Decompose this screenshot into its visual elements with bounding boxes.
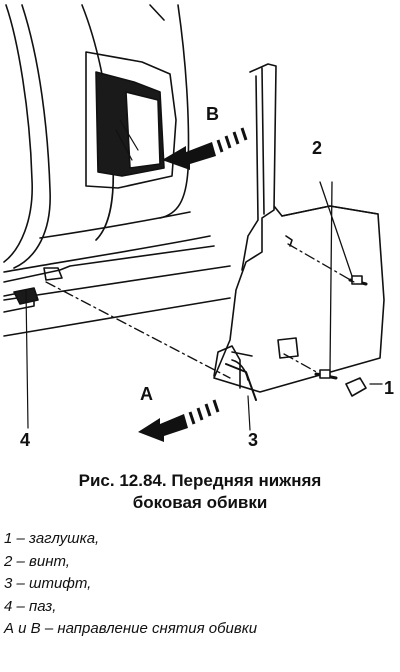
figure-legend: 1 – заглушка, 2 – винт, 3 – штифт, 4 – п… xyxy=(4,528,396,641)
callout-b: B xyxy=(206,104,219,124)
legend-item: 1 – заглушка, xyxy=(4,530,100,547)
pin-part-3 xyxy=(225,359,257,401)
legend-item: 4 – паз, xyxy=(4,597,57,615)
leader-lines xyxy=(247,395,251,431)
callout-3: 3 xyxy=(248,430,258,450)
callout-a: A xyxy=(140,384,153,404)
door-inner-panel xyxy=(85,51,177,189)
figure-caption-title: Рис. 12.84. Передняя нижняя боковая обив… xyxy=(0,470,400,514)
plug-part-1 xyxy=(345,377,383,397)
direction-arrow-b xyxy=(162,127,248,170)
caption-title-line1: Рис. 12.84. Передняя нижняя xyxy=(78,471,322,490)
sill-plate xyxy=(3,245,231,337)
side-trim-panel xyxy=(213,63,385,393)
legend-item: А и В – направление снятия обивки xyxy=(4,620,258,637)
callout-2: 2 xyxy=(312,138,322,158)
legend-item: 3 – штифт, xyxy=(4,575,92,592)
caption-title-line2: боковая обивки xyxy=(132,493,268,512)
trim-removal-diagram: 2 1 3 4 A B xyxy=(3,4,394,450)
callout-1: 1 xyxy=(384,378,394,398)
callout-4: 4 xyxy=(20,430,30,450)
legend-item: 2 – винт, xyxy=(4,552,70,570)
groove-part-4 xyxy=(13,287,39,429)
alignment-dashed-lines xyxy=(45,243,355,379)
screw-part-2 xyxy=(314,181,368,380)
direction-arrow-a xyxy=(138,399,220,442)
